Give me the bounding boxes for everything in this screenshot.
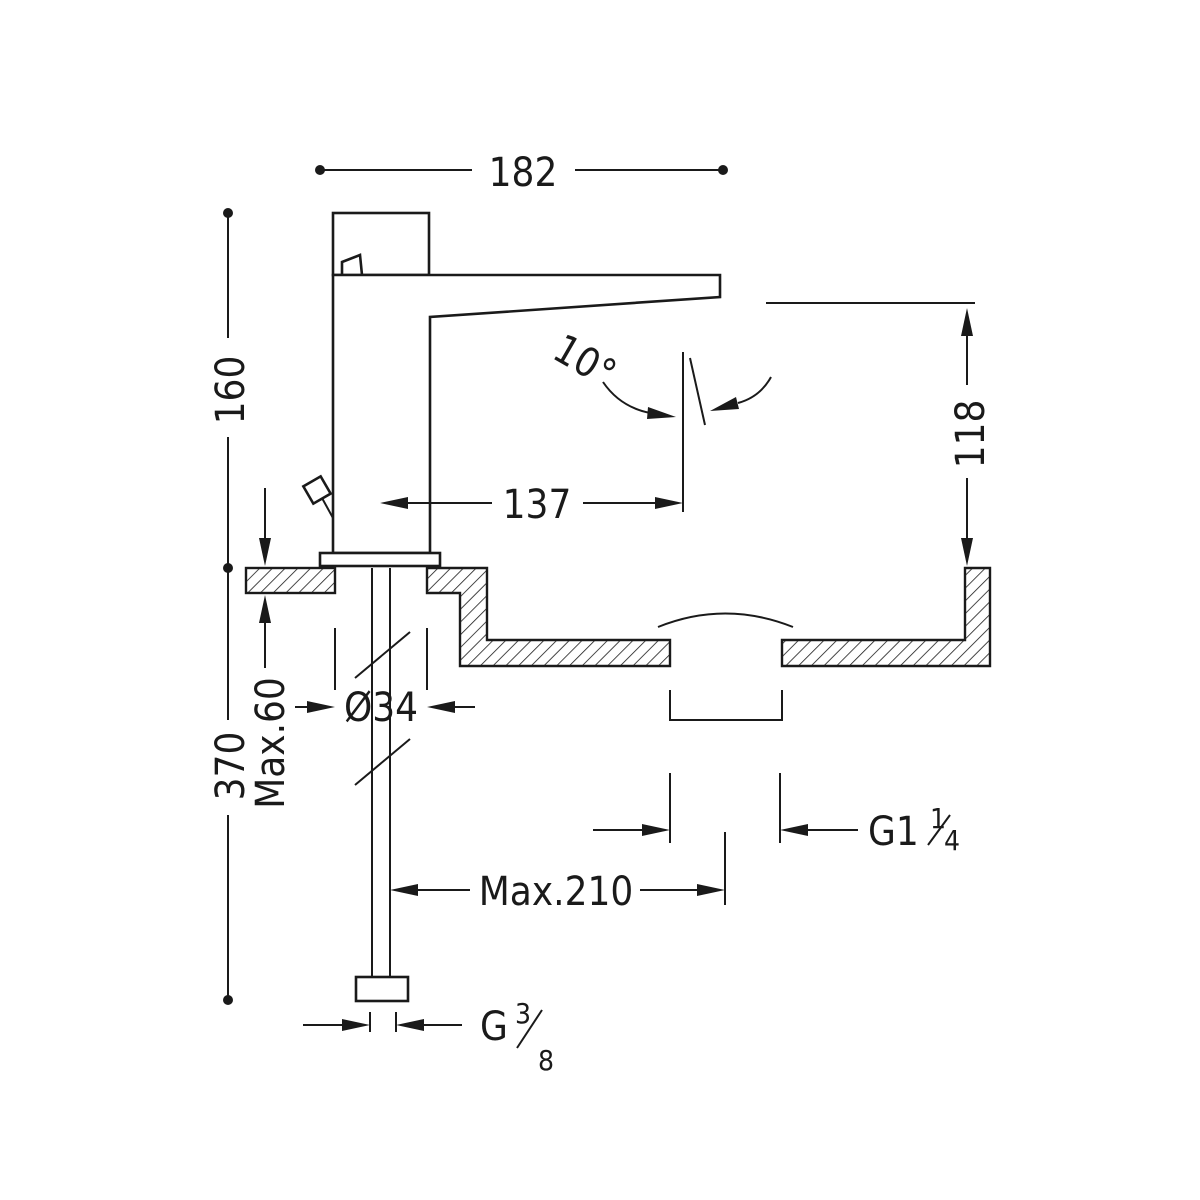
label-g-frac-den: 8	[538, 1044, 554, 1077]
dim-overall-width: 182	[315, 150, 728, 196]
drain-assembly	[657, 612, 794, 843]
label-g-frac-num: 3	[515, 997, 531, 1030]
dim-max-hose-reach: Max.210	[390, 832, 726, 915]
label-118: 118	[948, 400, 994, 469]
label-137: 137	[503, 482, 572, 528]
faucet-body	[301, 211, 722, 568]
label-g: G	[480, 1004, 508, 1050]
dim-spout-reach: 137	[380, 482, 683, 528]
pop-up-rod-knob	[301, 474, 334, 519]
label-max-60: Max.60	[248, 677, 294, 809]
dim-inlet-thread: G 3 8	[303, 997, 554, 1077]
label-182: 182	[489, 150, 558, 196]
hose-connector-nut	[354, 975, 410, 1003]
countertop-section	[244, 566, 992, 668]
label-370: 370	[208, 732, 254, 801]
water-stream-angled	[689, 357, 706, 426]
drain-body	[669, 690, 783, 721]
faucet-base-plate	[318, 551, 442, 568]
countertop-left	[244, 566, 337, 595]
label-angle-10: 10°	[545, 326, 623, 398]
countertop-right-step	[425, 566, 672, 668]
label-160: 160	[208, 356, 254, 425]
label-g1: G1	[868, 809, 919, 855]
basin-wall-right	[780, 566, 992, 668]
label-g1-frac-den: 4	[944, 824, 960, 857]
dim-drain-thread: G1 1 4	[593, 802, 960, 857]
dim-spout-angle: 10°	[545, 326, 772, 512]
label-max-210: Max.210	[479, 869, 634, 915]
supply-hose	[354, 568, 411, 1003]
label-diameter-34: Ø34	[344, 685, 418, 731]
dim-hole-diameter: Ø34	[295, 628, 475, 731]
dim-left-vertical: 160 370	[208, 208, 254, 1005]
dim-spout-clearance: 118	[766, 302, 994, 566]
dim-max-counter-thickness: Max.60	[248, 488, 294, 809]
drain-cap-arc	[657, 612, 794, 628]
